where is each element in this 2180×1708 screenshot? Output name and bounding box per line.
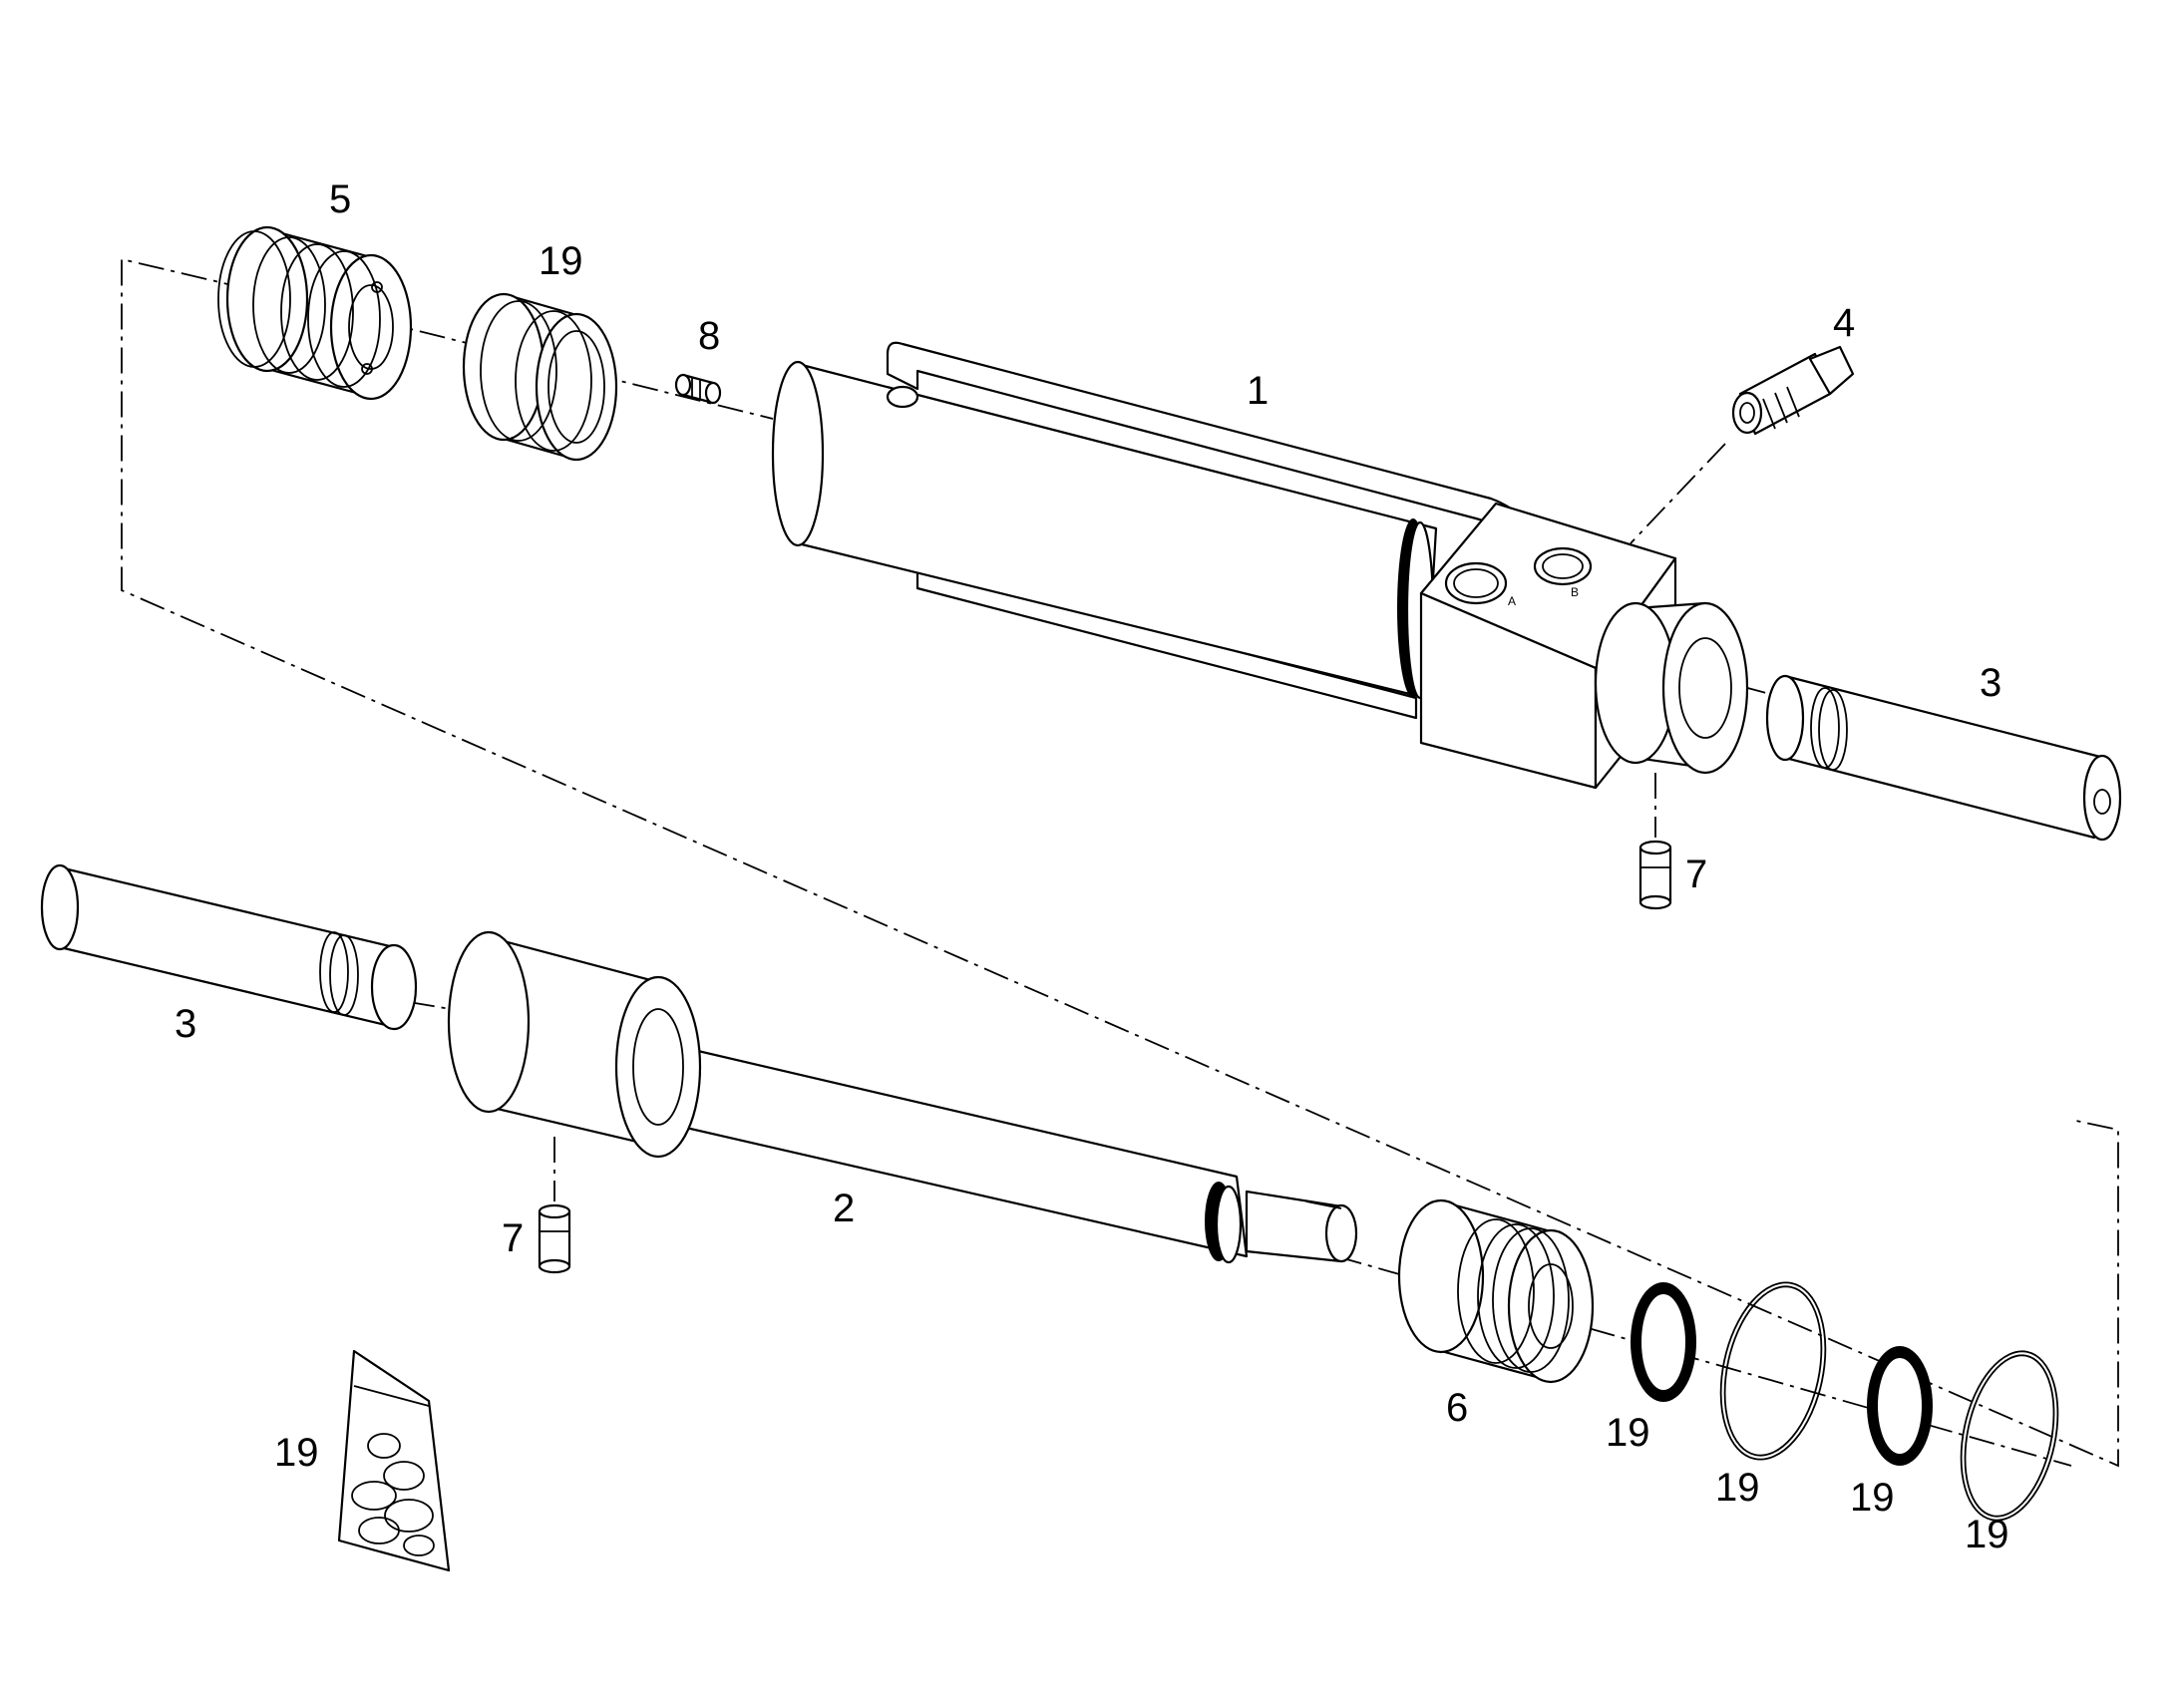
label-part-2: 2 [833,1187,855,1230]
part-5-piston [217,225,413,401]
label-part-7-upper: 7 [1685,853,1707,896]
label-part-6: 6 [1446,1386,1468,1430]
label-part-1: 1 [1247,369,1269,413]
label-part-19-seal-1: 19 [1606,1411,1650,1455]
port-mark-b: B [1571,585,1579,599]
label-part-5: 5 [329,177,351,221]
port-marks: A B [1508,585,1579,608]
part-3-pin-left [40,863,418,1031]
part-19-o-ring-2 [1960,1350,2059,1522]
part-8-pin [674,373,722,405]
part-19-o-ring-1 [1719,1281,1827,1461]
part-19-bushing-top [462,292,618,462]
part-19-seal-1 [1631,1282,1696,1402]
label-part-3-left: 3 [175,1002,196,1046]
part-6-gland [1397,1198,1595,1384]
part-7-grease-nipple-upper [1638,840,1672,910]
label-part-19-top: 19 [539,239,583,283]
label-part-7-lower: 7 [502,1216,524,1260]
label-part-3-right: 3 [1980,661,2001,705]
label-part-4: 4 [1833,301,1855,345]
part-7-grease-nipple-lower [538,1203,571,1274]
port-mark-a: A [1508,594,1516,608]
label-part-19-o-ring-1: 19 [1715,1466,1760,1510]
part-1-cylinder-barrel [771,341,1749,790]
assembly-center-lines [121,257,2119,1468]
label-part-8: 8 [698,314,720,358]
label-part-19-seal-2: 19 [1850,1476,1895,1520]
part-2-piston-rod [447,930,1358,1264]
part-19-seal-kit-bag [337,1349,451,1572]
part-labels: 1 2 3 3 4 5 6 7 7 8 19 19 19 19 19 19 [175,177,2009,1556]
part-4-valve-fitting [1731,345,1855,436]
label-part-19-o-ring-2: 19 [1965,1513,2009,1556]
part-3-pin-right [1765,674,2122,842]
part-19-seal-2 [1867,1346,1933,1466]
label-part-19-bag: 19 [274,1431,319,1475]
